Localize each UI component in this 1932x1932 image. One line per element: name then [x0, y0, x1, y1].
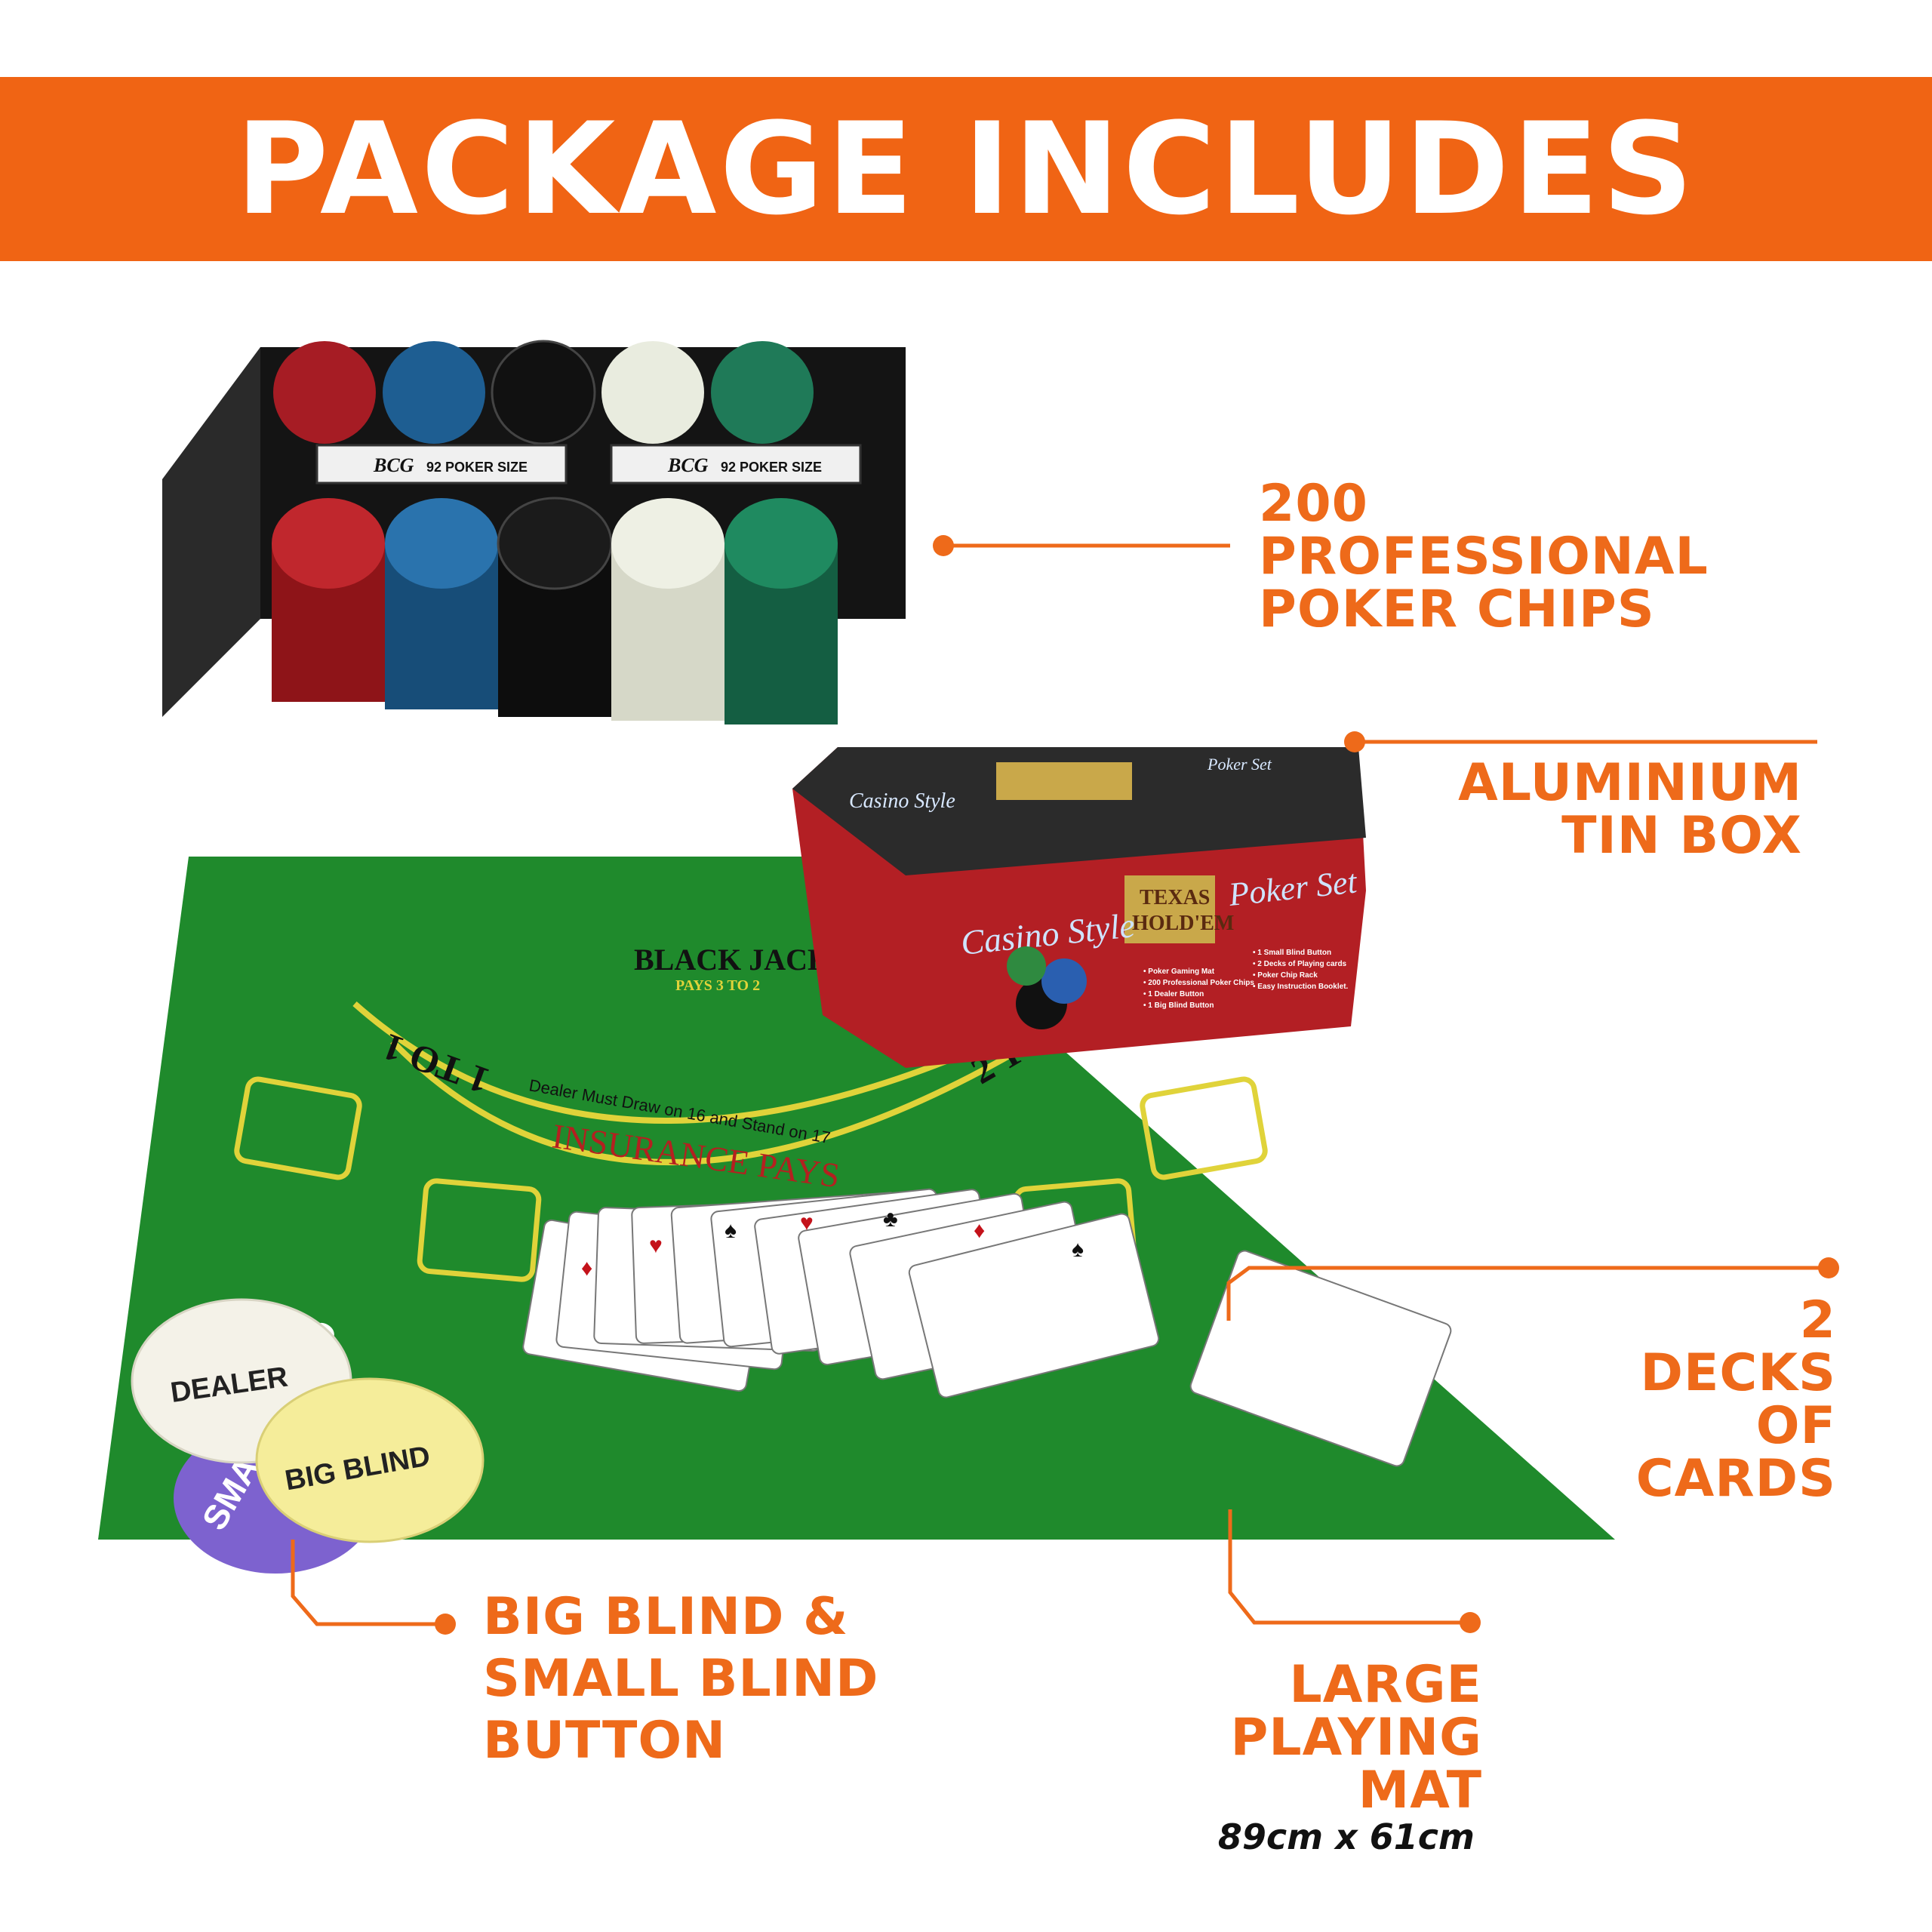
chips-label-line: PROFESSIONAL	[1259, 527, 1709, 586]
tin-chip-art	[1041, 958, 1087, 1004]
rack-label: 92 POKER SIZE	[721, 460, 822, 475]
mat-dimensions: 89cm x 61cm	[1217, 1817, 1475, 1857]
white-chip	[611, 498, 724, 589]
card-pips: ♦ ♥ ♠ ♥ ♣ ♦ ♠	[581, 1207, 1084, 1281]
blind-callout-dot	[435, 1614, 456, 1635]
tin-lid-casino: Casino Style	[849, 789, 955, 813]
tin-texas: TEXAS	[1140, 886, 1210, 909]
mat-label-line: MAT	[1358, 1761, 1482, 1820]
mat-label-line: PLAYING	[1230, 1708, 1482, 1767]
tin-content-item: • 2 Decks of Playing cards	[1253, 960, 1347, 968]
cards-label-line: OF	[1755, 1396, 1836, 1456]
blind-label-line: BIG BLIND &	[483, 1587, 849, 1647]
tin-holdem: HOLD'EM	[1132, 912, 1234, 935]
cards-callout-dot	[1818, 1257, 1839, 1278]
card-pip: ♦	[974, 1218, 985, 1243]
mat-blackjack-title: BLACK JACK	[634, 943, 831, 977]
header-banner: PACKAGE INCLUDES	[0, 77, 1932, 261]
rack-label-plate	[610, 444, 862, 485]
playing-card	[908, 1213, 1160, 1398]
red-chip	[272, 498, 385, 589]
cards-callout-line	[1226, 1266, 1829, 1321]
tin-lid-poker-set: Poker Set	[1207, 755, 1272, 774]
chips-label: 200 PROFESSIONAL POKER CHIPS	[1259, 478, 1709, 636]
tin-box: Casino Style Poker Set TEXAS HOLD'EM Cas…	[792, 747, 1366, 1068]
rack-end-panel	[162, 347, 260, 717]
page-title: PACKAGE INCLUDES	[235, 95, 1697, 243]
tin-content-item: • 1 Big Blind Button	[1143, 1001, 1214, 1010]
tin-content-item: • Poker Gaming Mat	[1143, 968, 1215, 976]
rack-label-plate	[315, 444, 568, 485]
card-pip: ♠	[724, 1218, 737, 1243]
tin-content-item: • 1 Small Blind Button	[1253, 949, 1331, 957]
black-chip	[491, 340, 596, 445]
joker-card	[1189, 1250, 1452, 1467]
bet-box	[1140, 1076, 1268, 1180]
white-chip	[601, 341, 704, 444]
mat-label-line: LARGE	[1289, 1655, 1482, 1715]
card-pip: ♥	[649, 1233, 663, 1258]
cards-label-line: CARDS	[1635, 1449, 1836, 1509]
chips-label-line: POKER CHIPS	[1259, 580, 1655, 639]
tin-lid	[792, 747, 1366, 875]
mat-callout-line	[1228, 1509, 1470, 1625]
tin-callout-dot	[1344, 731, 1365, 752]
rack-label: 92 POKER SIZE	[426, 460, 528, 475]
tin-chip-art	[1007, 946, 1046, 986]
mat-label: LARGE PLAYING MAT	[1230, 1659, 1482, 1817]
mat-callout-dot	[1460, 1612, 1481, 1633]
blind-buttons: SMALL BLIND DEALER BIG BLIND	[131, 1298, 485, 1574]
rack-brand: BCG	[373, 454, 414, 476]
rack-brand: BCG	[667, 454, 709, 476]
chips-label-line: 200	[1259, 474, 1368, 534]
tin-box-label: ALUMINIUM TIN BOX	[1458, 757, 1802, 863]
tin-content-item: • Easy Instruction Booklet.	[1253, 983, 1349, 991]
cards-label: 2 DECKS OF CARDS	[1636, 1294, 1836, 1506]
card-pip: ♦	[581, 1256, 592, 1281]
tin-contents-left: • Poker Gaming Mat • 200 Professional Po…	[1143, 968, 1254, 1010]
blue-chip	[385, 498, 498, 589]
card-fan	[522, 1188, 1452, 1467]
tin-content-item: • 200 Professional Poker Chips	[1143, 979, 1254, 987]
callout-lines	[291, 535, 1839, 1635]
cards-label-line: DECKS	[1640, 1343, 1836, 1403]
mat-blackjack-pays: PAYS 3 TO 2	[675, 977, 760, 994]
card-pip: ♠	[1072, 1237, 1084, 1262]
blind-label-line: BUTTON	[483, 1711, 727, 1770]
chip-rack: BCG 92 POKER SIZE BCG 92 POKER SIZE	[162, 340, 906, 724]
red-chip	[273, 341, 376, 444]
card-pip: ♥	[800, 1211, 814, 1235]
tin-content-item: • 1 Dealer Button	[1143, 990, 1204, 998]
green-chip	[711, 341, 814, 444]
tin-front-badge	[1124, 875, 1215, 943]
tin-box-label-line: TIN BOX	[1561, 806, 1802, 866]
big-blind-button	[255, 1377, 485, 1543]
tin-contents-right: • 1 Small Blind Button • 2 Decks of Play…	[1253, 949, 1349, 991]
blue-chip	[383, 341, 485, 444]
card-pip: ♣	[883, 1207, 898, 1232]
mat-insurance-arc	[390, 1038, 1036, 1165]
blind-callout-line	[291, 1540, 445, 1626]
blind-label-line: SMALL BLIND	[483, 1649, 879, 1709]
tin-lid-badge	[996, 762, 1132, 800]
bet-box	[417, 1178, 542, 1282]
top-chip-row	[273, 340, 814, 445]
blind-buttons-label: BIG BLIND & SMALL BLIND BUTTON	[483, 1586, 878, 1772]
bet-box	[234, 1076, 362, 1180]
tin-content-item: • Poker Chip Rack	[1253, 971, 1318, 980]
green-chip	[724, 498, 838, 589]
tin-box-label-line: ALUMINIUM	[1458, 753, 1802, 813]
cards-label-line: 2	[1799, 1291, 1836, 1350]
bottom-chip-stacks	[272, 497, 838, 724]
black-chip	[497, 497, 613, 590]
chips-callout-dot	[933, 535, 954, 556]
